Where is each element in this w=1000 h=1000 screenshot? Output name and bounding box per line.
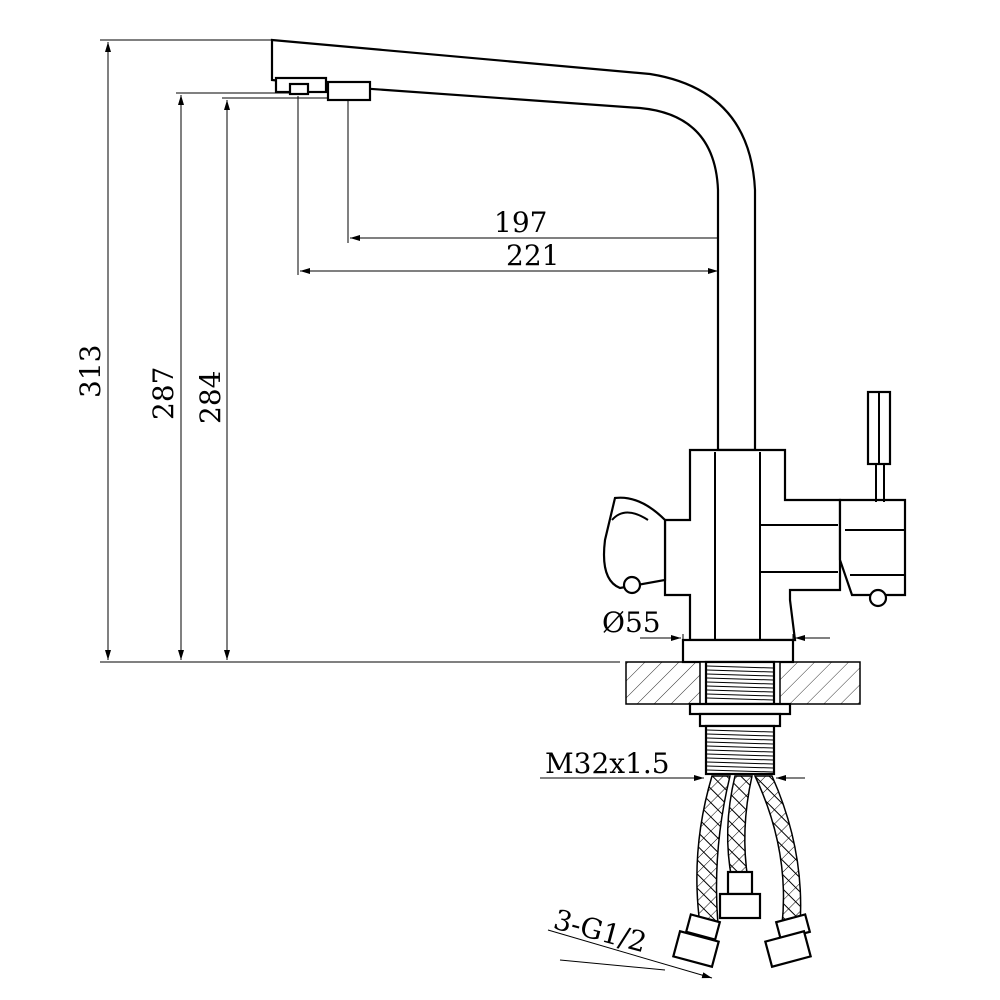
base: [640, 634, 830, 664]
thread-line: [706, 761, 774, 765]
thread-line: [706, 693, 774, 697]
thread-line: [706, 697, 774, 701]
thread-line: [706, 677, 774, 681]
dim-outlet-height-2: 284: [194, 371, 227, 424]
dim-reach-2: 221: [506, 239, 559, 272]
braided-hoses: [547, 775, 813, 979]
thread-line: [706, 665, 774, 669]
thread-line: [706, 673, 774, 677]
dim-reach-1: 197: [494, 206, 547, 239]
dim-thread: M32x1.5: [545, 747, 670, 780]
thread-line: [706, 765, 774, 769]
thread-line: [706, 741, 774, 745]
threaded-shank: [540, 660, 805, 781]
thread-line: [706, 689, 774, 693]
thread-line: [706, 733, 774, 737]
faucet-body: [602, 390, 907, 642]
thread-line: [706, 681, 774, 685]
thread-line: [706, 729, 774, 733]
thread-line: [706, 757, 774, 761]
dim-hose-connection: 3-G1/2: [550, 903, 650, 959]
thread-line: [706, 745, 774, 749]
thread-line: [706, 753, 774, 757]
thread-line: [706, 749, 774, 753]
thread-line: [706, 737, 774, 741]
thread-line: [706, 685, 774, 689]
thread-line: [706, 769, 774, 773]
thread-line: [706, 669, 774, 673]
dim-outlet-height-1: 287: [147, 367, 180, 420]
dim-total-height: 313: [74, 345, 107, 398]
height-dimension-lines: [100, 39, 620, 663]
dim-base-diameter: Ø55: [602, 606, 661, 639]
